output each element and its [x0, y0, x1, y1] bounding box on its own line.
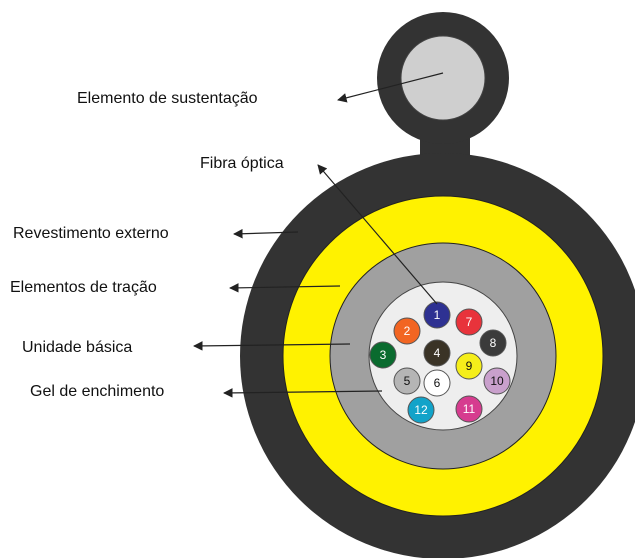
- fiber-4-number: 4: [434, 346, 441, 360]
- fiber-12: 12: [407, 396, 435, 424]
- fiber-1-number: 1: [434, 308, 441, 322]
- label-basic-unit: Unidade básica: [22, 339, 132, 356]
- fiber-2-number: 2: [404, 324, 411, 338]
- arrow-basic-unit: [193, 341, 351, 351]
- label-optical-fiber: Fibra óptica: [200, 155, 284, 172]
- fiber-5-number: 5: [404, 374, 411, 388]
- fiber-6-number: 6: [434, 376, 441, 390]
- arrow-optical-fiber: [317, 164, 438, 305]
- fiber-11: 11: [455, 395, 483, 423]
- fiber-6-disc: [423, 369, 451, 397]
- fiber-8-disc: [479, 329, 507, 357]
- fiber-9: 9: [455, 352, 483, 380]
- fiber-1-disc: [423, 301, 451, 329]
- fiber-2-disc: [393, 317, 421, 345]
- label-traction-elements: Elementos de tração: [10, 279, 157, 296]
- fiber-12-disc: [407, 396, 435, 424]
- fiber-10-disc: [483, 367, 511, 395]
- label-outer-jacket: Revestimento externo: [13, 225, 169, 242]
- support-element: [377, 12, 509, 188]
- label-filling-gel: Gel de enchimento: [30, 383, 164, 400]
- fiber-4: 4: [423, 339, 451, 367]
- fiber-10: 10: [483, 367, 511, 395]
- fiber-9-disc: [455, 352, 483, 380]
- fiber-7-disc: [455, 308, 483, 336]
- fiber-11-number: 11: [463, 402, 476, 416]
- fiber-1: 1: [423, 301, 451, 329]
- fiber-5: 5: [393, 367, 421, 395]
- fiber-5-disc: [393, 367, 421, 395]
- fiber-8-number: 8: [490, 336, 497, 350]
- fiber-7: 7: [455, 308, 483, 336]
- fiber-3-disc: [369, 341, 397, 369]
- fiber-4-disc: [423, 339, 451, 367]
- fiber-10-number: 10: [490, 374, 504, 388]
- fiber-11-disc: [455, 395, 483, 423]
- fiber-9-number: 9: [466, 359, 473, 373]
- fiber-8: 8: [479, 329, 507, 357]
- callouts: [193, 72, 444, 398]
- arrow-support-element: [337, 72, 444, 103]
- fiber-6: 6: [423, 369, 451, 397]
- fiber-2: 2: [393, 317, 421, 345]
- arrow-traction-elements: [229, 283, 341, 293]
- fiber-7-number: 7: [466, 315, 473, 329]
- arrow-filling-gel: [223, 388, 383, 398]
- fiber-3: 3: [369, 341, 397, 369]
- label-support-element: Elemento de sustentação: [77, 90, 258, 107]
- support-core: [400, 35, 486, 121]
- fiber-3-number: 3: [380, 348, 387, 362]
- fiber-12-number: 12: [414, 403, 428, 417]
- arrow-outer-jacket: [233, 228, 299, 239]
